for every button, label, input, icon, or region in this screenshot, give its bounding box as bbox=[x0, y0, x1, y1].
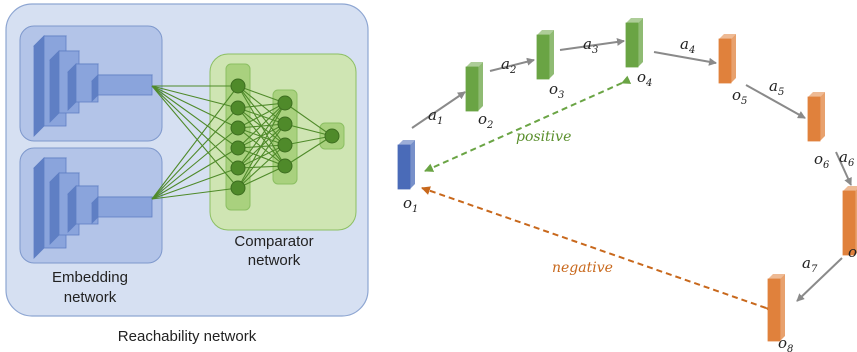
comparator-edges bbox=[151, 85, 333, 200]
comparator-node bbox=[230, 120, 246, 136]
action-arrow-2 bbox=[489, 57, 535, 72]
observation-label-4: o4 bbox=[637, 68, 652, 89]
cnn-layer-1 bbox=[33, 35, 67, 137]
comparator-nodes bbox=[230, 78, 340, 196]
action-arrow-5 bbox=[745, 84, 806, 119]
embedding-label-line1: Embedding bbox=[52, 269, 128, 286]
action-arrow-3 bbox=[559, 38, 625, 51]
comparator-node bbox=[277, 158, 293, 174]
embedding-cnn-bottom bbox=[33, 157, 153, 259]
action-label-6: a6 bbox=[839, 148, 855, 169]
action-label-1: a1 bbox=[428, 106, 443, 127]
comparator-node bbox=[230, 140, 246, 156]
observation-label-2: o2 bbox=[478, 110, 493, 131]
observation-frame-8 bbox=[767, 274, 785, 342]
observation-label-6: o6 bbox=[814, 150, 830, 171]
comparator-node bbox=[277, 95, 293, 111]
negative-label: negative bbox=[552, 260, 613, 276]
action-arrow-6 bbox=[835, 151, 852, 186]
action-label-7: a7 bbox=[802, 254, 818, 275]
observation-frame-2 bbox=[465, 62, 483, 112]
action-arrow-7 bbox=[796, 257, 843, 302]
action-label-3: a3 bbox=[583, 35, 598, 56]
observation-frame-4 bbox=[625, 18, 643, 68]
comparator-label-line1: Comparator bbox=[234, 233, 313, 250]
action-label-4: a4 bbox=[680, 35, 695, 56]
observation-frame-5 bbox=[718, 34, 736, 84]
reachability-network-label: Reachability network bbox=[118, 328, 257, 345]
comparator-node bbox=[277, 137, 293, 153]
comparator-node bbox=[277, 116, 293, 132]
comparator-node bbox=[230, 100, 246, 116]
action-label-2: a2 bbox=[501, 55, 516, 76]
positive-arrow bbox=[424, 75, 632, 172]
comparator-node bbox=[230, 180, 246, 196]
observation-frame-3 bbox=[536, 30, 554, 80]
cnn-layer-4 bbox=[91, 196, 153, 224]
trajectory: positive negative o1 o2 o3 o4 o5 o6 o7 o8 a1 a2 a3… bbox=[397, 18, 857, 352]
cnn-layer-4 bbox=[91, 74, 153, 102]
comparator-node bbox=[230, 160, 246, 176]
action-label-5: a5 bbox=[769, 77, 784, 98]
embedding-cnn-top bbox=[33, 35, 153, 137]
observation-frame-1 bbox=[397, 140, 415, 190]
embedding-label-line2: network bbox=[64, 289, 117, 306]
reachability-network: Comparator network Embedding network Rea… bbox=[5, 3, 369, 345]
observation-frame-6 bbox=[807, 92, 825, 142]
comparator-label-line2: network bbox=[248, 252, 301, 269]
observation-label-7: o7 bbox=[848, 243, 857, 264]
observation-label-3: o3 bbox=[549, 80, 564, 101]
positive-label: positive bbox=[516, 129, 571, 145]
comparator-node bbox=[324, 128, 340, 144]
action-arrow-4 bbox=[653, 51, 717, 66]
observation-label-5: o5 bbox=[732, 86, 747, 107]
negative-arrow bbox=[421, 186, 776, 315]
comparator-node bbox=[230, 78, 246, 94]
observation-label-1: o1 bbox=[403, 194, 418, 215]
observation-frame-7 bbox=[842, 186, 857, 256]
cnn-layer-3 bbox=[67, 185, 99, 233]
observation-label-8: o8 bbox=[778, 334, 793, 352]
